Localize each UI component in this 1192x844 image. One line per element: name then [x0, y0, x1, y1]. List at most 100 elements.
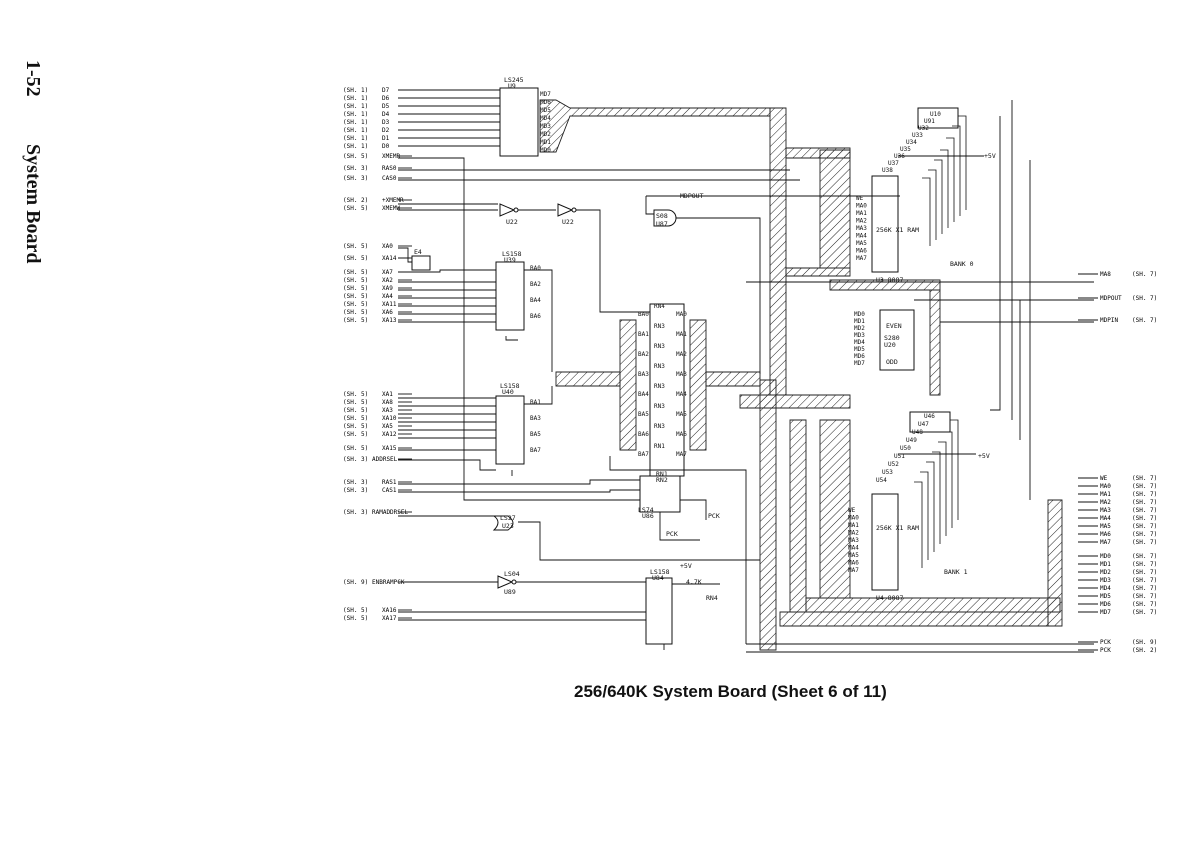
u40-output-label: BA3	[530, 415, 541, 422]
bank0-ram-ref: U36	[894, 153, 905, 160]
bank1-pin-label: MA1	[848, 522, 859, 529]
ma-bus-right	[705, 371, 761, 387]
left-signal-ref: (SH. 1)	[343, 119, 368, 126]
bank0-ram: 256K X1 RAM	[876, 226, 919, 234]
u9-output-label: MD1	[540, 139, 551, 146]
u9-output-label: MD3	[540, 123, 551, 130]
left-signal-name: +XMEMR	[382, 197, 404, 204]
right-signal-list: MA8(SH. 7)MDPOUT(SH. 7)MDPIN(SH. 7)WE(SH…	[1078, 271, 1157, 654]
left-signal-name: D4	[382, 111, 390, 118]
left-signal-name: XA12	[382, 431, 397, 438]
bank0-vcc: +5V	[984, 152, 996, 160]
parity-input-label: MD1	[854, 318, 865, 325]
bank1-ram-ref: U49	[906, 437, 917, 444]
right-signal-name: MD6	[1100, 601, 1111, 608]
u9-output-label: MD2	[540, 131, 551, 138]
ma-net-input: BA0	[638, 311, 649, 318]
bank1-ram-ref: U47	[918, 421, 929, 428]
u39-type: LS158	[502, 250, 522, 258]
bank1-ram-ref: U53	[882, 469, 893, 476]
ma-net-input: BA7	[638, 451, 649, 458]
left-signal-name: D7	[382, 87, 390, 94]
right-signal-name: MA4	[1100, 515, 1111, 522]
rn-res: 4.7K	[686, 578, 702, 586]
left-signal-ref: (SH. 5)	[343, 153, 368, 160]
chip-u4	[871, 493, 899, 591]
left-signal-ref: (SH. 5)	[343, 285, 368, 292]
left-signal-name: XA5	[382, 423, 393, 430]
bank0-lower-bus	[785, 267, 851, 277]
u87-ref: U87	[656, 220, 668, 228]
e4-ref: E4	[414, 248, 422, 256]
u23-type: LS27	[500, 514, 516, 522]
ram-u46	[909, 411, 951, 433]
u9-output-label: MD4	[540, 115, 551, 122]
right-signal-name: MD5	[1100, 593, 1111, 600]
bank0-pin-label: MA0	[856, 203, 867, 210]
ba-bus-left	[555, 371, 621, 387]
right-signal-ref: (SH. 7)	[1132, 507, 1157, 514]
left-signal-ref: (SH. 5)	[343, 607, 368, 614]
bank1-ram-ref: U48	[912, 429, 923, 436]
right-signal-ref: (SH. 7)	[1132, 569, 1157, 576]
parity-input-label: MD5	[854, 346, 865, 353]
right-signal-ref: (SH. 7)	[1132, 553, 1157, 560]
right-signal-name: MD4	[1100, 585, 1111, 592]
bank1-pin-label: MA6	[848, 560, 859, 567]
right-signal-name: MA6	[1100, 531, 1111, 538]
parity-bus	[929, 289, 941, 396]
right-signal-ref: (SH. 7)	[1132, 515, 1157, 522]
wiring-group	[398, 100, 1094, 653]
bank1-pin-label: WE	[848, 507, 856, 514]
u9-output-label: MD7	[540, 91, 551, 98]
gates-group	[492, 203, 677, 589]
left-signal-ref: (SH. 2)	[343, 197, 368, 204]
bank1-pin-label: MA2	[848, 530, 859, 537]
ma-net-rn: RN3	[654, 323, 665, 330]
right-signal-name: PCK	[1100, 647, 1111, 654]
right-signal-ref: (SH. 7)	[1132, 601, 1157, 608]
u87-type: S08	[656, 212, 668, 220]
right-signal-name: MA2	[1100, 499, 1111, 506]
bank1-ram-ref: U54	[876, 477, 887, 484]
right-signal-ref: (SH. 7)	[1132, 295, 1157, 302]
left-signal-ref: (SH. 3)	[343, 175, 368, 182]
right-signal-ref: (SH. 7)	[1132, 499, 1157, 506]
left-signal-ref: (SH. 5)	[343, 317, 368, 324]
bank0-pin-label: MA2	[856, 218, 867, 225]
right-signal-name: MD7	[1100, 609, 1111, 616]
right-signal-ref: (SH. 7)	[1132, 577, 1157, 584]
right-signal-ref: (SH. 7)	[1132, 585, 1157, 592]
left-signal-ref: (SH. 5)	[343, 255, 368, 262]
right-signal-ref: (SH. 7)	[1132, 609, 1157, 616]
gate-u22a	[499, 203, 516, 217]
left-signal-ref: (SH. 9)	[343, 579, 368, 586]
ma-net-rn: RN3	[654, 423, 665, 430]
parity-input-label: MD0	[854, 311, 865, 318]
u84-type: LS158	[650, 568, 670, 576]
ma-net-rn: RN4	[654, 303, 665, 310]
left-signal-ref: (SH. 1)	[343, 111, 368, 118]
bank1-ram: 256K X1 RAM	[876, 524, 919, 532]
left-signal-name: CAS0	[382, 175, 397, 182]
u39-ref: U39	[504, 256, 516, 264]
right-signal-name: MD1	[1100, 561, 1111, 568]
left-signal-ref: (SH. 5)	[343, 269, 368, 276]
left-signal-name: XMEMR	[382, 153, 400, 160]
parity-input-label: MD7	[854, 360, 865, 367]
right-signal-name: MD3	[1100, 577, 1111, 584]
right-signal-ref: (SH. 7)	[1132, 523, 1157, 530]
left-signal-name: ENBRAMPCK	[372, 579, 405, 586]
bank1-ma-bus	[739, 394, 851, 409]
chip-u20	[879, 309, 915, 371]
u20-even: EVEN	[886, 322, 902, 330]
bank0-side-bus	[819, 149, 851, 269]
left-signal-ref: (SH. 5)	[343, 277, 368, 284]
rn1-ref: RN1	[656, 470, 668, 478]
left-signal-name: XA2	[382, 277, 393, 284]
